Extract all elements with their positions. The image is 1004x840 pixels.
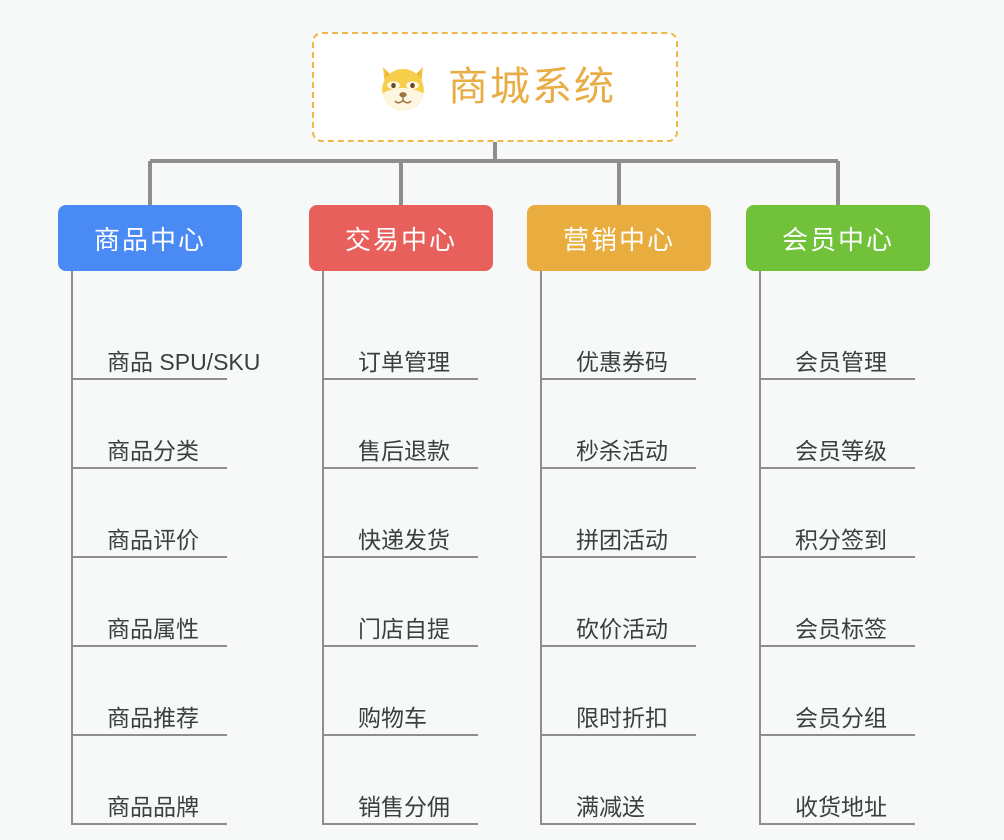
root-title: 商城系统: [448, 65, 616, 109]
leaf-item[interactable]: 订单管理: [322, 291, 493, 380]
leaf-item-label: 优惠券码: [576, 348, 668, 375]
leaf-underline: [759, 645, 915, 647]
leaf-underline: [759, 378, 915, 380]
leaf-item-label: 商品分类: [107, 437, 199, 464]
category-column-trade-center: 交易中心订单管理售后退款快递发货门店自提购物车销售分佣: [309, 205, 493, 825]
leaf-item[interactable]: 满减送: [540, 736, 711, 825]
leaf-item[interactable]: 快递发货: [322, 469, 493, 558]
leaf-item[interactable]: 拼团活动: [540, 469, 711, 558]
leaf-item-label: 销售分佣: [358, 793, 450, 820]
leaf-underline: [540, 645, 696, 647]
leaf-list-member-center: 会员管理会员等级积分签到会员标签会员分组收货地址: [759, 271, 930, 825]
leaf-item[interactable]: 收货地址: [759, 736, 930, 825]
leaf-item[interactable]: 购物车: [322, 647, 493, 736]
leaf-list-product-center: 商品 SPU/SKU 商品分类商品评价商品属性商品推荐商品品牌: [71, 271, 260, 825]
shiba-dog-face-icon: [382, 67, 424, 111]
leaf-rail: [71, 271, 73, 825]
leaf-underline: [71, 645, 227, 647]
leaf-item-label: 订单管理: [358, 348, 450, 375]
category-header-member-center[interactable]: 会员中心: [746, 205, 930, 271]
leaf-underline: [322, 378, 478, 380]
leaf-underline: [322, 467, 478, 469]
leaf-item[interactable]: 商品推荐: [71, 647, 260, 736]
leaf-underline: [759, 467, 915, 469]
leaf-item[interactable]: 会员管理: [759, 291, 930, 380]
leaf-underline: [71, 556, 227, 558]
category-column-marketing-center: 营销中心优惠券码秒杀活动拼团活动砍价活动限时折扣满减送: [527, 205, 711, 825]
category-header-label: 营销中心: [562, 224, 675, 255]
leaf-item-label: 购物车: [358, 704, 427, 731]
leaf-item[interactable]: 秒杀活动: [540, 380, 711, 469]
leaf-underline: [759, 823, 915, 825]
leaf-underline: [540, 823, 696, 825]
category-header-marketing-center[interactable]: 营销中心: [527, 205, 711, 271]
leaf-item[interactable]: 商品品牌: [71, 736, 260, 825]
leaf-item-label: 商品推荐: [107, 704, 199, 731]
root-node[interactable]: 商城系统: [312, 32, 678, 142]
leaf-item-label: 收货地址: [795, 793, 887, 820]
leaf-item[interactable]: 砍价活动: [540, 558, 711, 647]
leaf-underline: [71, 823, 227, 825]
leaf-item-label: 门店自提: [358, 615, 450, 642]
leaf-item-label: 限时折扣: [576, 704, 668, 731]
leaf-item[interactable]: 限时折扣: [540, 647, 711, 736]
category-header-product-center[interactable]: 商品中心: [58, 205, 242, 271]
leaf-item[interactable]: 商品分类: [71, 380, 260, 469]
leaf-underline: [322, 734, 478, 736]
leaf-item[interactable]: 会员标签: [759, 558, 930, 647]
category-header-label: 会员中心: [781, 224, 894, 255]
leaf-rail: [322, 271, 324, 825]
leaf-underline: [540, 734, 696, 736]
leaf-underline: [71, 378, 227, 380]
leaf-item[interactable]: 会员分组: [759, 647, 930, 736]
category-column-product-center: 商品中心商品 SPU/SKU 商品分类商品评价商品属性商品推荐商品品牌: [58, 205, 260, 825]
leaf-item-label: 售后退款: [358, 437, 450, 464]
leaf-item-label: 商品属性: [107, 615, 199, 642]
leaf-item[interactable]: 积分签到: [759, 469, 930, 558]
leaf-item-label: 会员管理: [795, 348, 887, 375]
leaf-underline: [540, 556, 696, 558]
leaf-item-label: 会员分组: [795, 704, 887, 731]
leaf-item-label: 商品评价: [107, 526, 199, 553]
category-header-trade-center[interactable]: 交易中心: [309, 205, 493, 271]
leaf-underline: [540, 378, 696, 380]
leaf-item-label: 积分签到: [795, 526, 887, 553]
category-header-label: 交易中心: [344, 224, 457, 255]
leaf-item[interactable]: 商品评价: [71, 469, 260, 558]
leaf-item[interactable]: 销售分佣: [322, 736, 493, 825]
leaf-underline: [322, 645, 478, 647]
leaf-item-label: 秒杀活动: [576, 437, 668, 464]
leaf-underline: [759, 556, 915, 558]
leaf-list-trade-center: 订单管理售后退款快递发货门店自提购物车销售分佣: [322, 271, 493, 825]
leaf-item[interactable]: 门店自提: [322, 558, 493, 647]
leaf-item[interactable]: 会员等级: [759, 380, 930, 469]
leaf-item-label: 会员等级: [795, 437, 887, 464]
leaf-item-label: 砍价活动: [576, 615, 668, 642]
leaf-rail: [540, 271, 542, 825]
leaf-underline: [322, 556, 478, 558]
leaf-item[interactable]: 售后退款: [322, 380, 493, 469]
leaf-item[interactable]: 商品 SPU/SKU: [71, 291, 260, 380]
leaf-item-label: 满减送: [576, 793, 645, 820]
leaf-underline: [322, 823, 478, 825]
leaf-item-label: 商品 SPU/SKU: [107, 348, 261, 375]
leaf-list-marketing-center: 优惠券码秒杀活动拼团活动砍价活动限时折扣满减送: [540, 271, 711, 825]
leaf-underline: [71, 734, 227, 736]
leaf-item-label: 商品品牌: [107, 793, 199, 820]
leaf-item[interactable]: 优惠券码: [540, 291, 711, 380]
category-column-member-center: 会员中心会员管理会员等级积分签到会员标签会员分组收货地址: [746, 205, 930, 825]
leaf-underline: [759, 734, 915, 736]
leaf-item-label: 拼团活动: [576, 526, 668, 553]
leaf-item-label: 快递发货: [358, 526, 450, 553]
leaf-item[interactable]: 商品属性: [71, 558, 260, 647]
leaf-underline: [71, 467, 227, 469]
leaf-underline: [540, 467, 696, 469]
leaf-item-label: 会员标签: [795, 615, 887, 642]
category-header-label: 商品中心: [93, 224, 206, 255]
leaf-rail: [759, 271, 761, 825]
